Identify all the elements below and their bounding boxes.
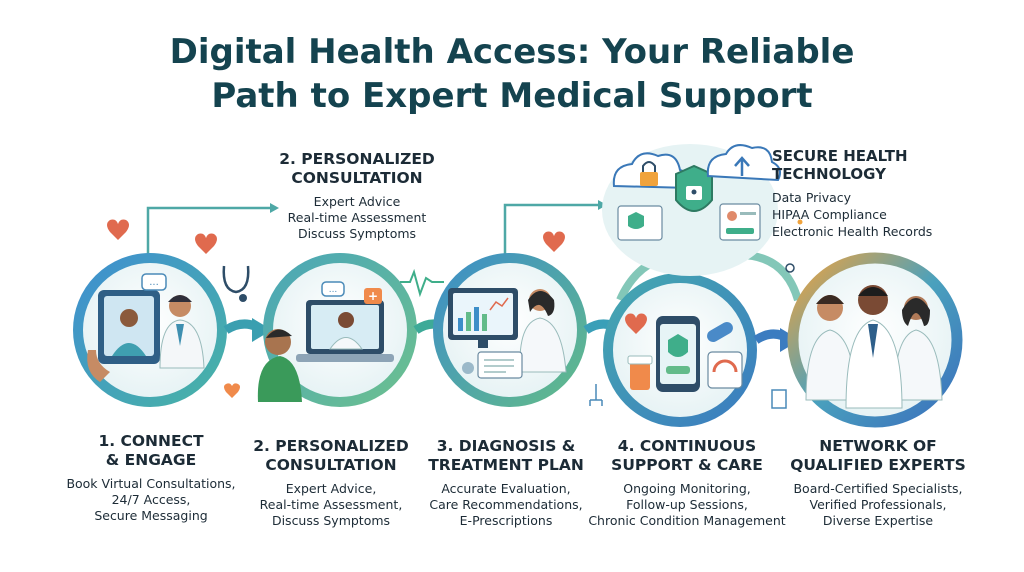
- step-item: Verified Professionals,: [809, 497, 947, 512]
- cloud-upload-icon: [706, 144, 781, 182]
- heart-icon: [107, 219, 129, 240]
- chat-dots-2: ...: [329, 285, 338, 295]
- step-5-circle: [787, 252, 963, 428]
- secure-tech-item: Data Privacy: [772, 190, 852, 205]
- heart-icon: [224, 383, 240, 398]
- step-item: Follow-up Sessions,: [626, 497, 748, 512]
- step-heading: TREATMENT PLAN: [428, 456, 584, 474]
- heart-icon: [625, 313, 647, 334]
- step-item: 24/7 Access,: [111, 492, 191, 507]
- callout-connector-2: [503, 203, 598, 262]
- chat-dots-1: ...: [149, 277, 159, 288]
- step-item: Secure Messaging: [94, 508, 208, 523]
- step-item: Real-time Assessment,: [259, 497, 403, 512]
- top-callout-item: Expert Advice: [313, 194, 401, 209]
- step-heading: QUALIFIED EXPERTS: [790, 456, 966, 474]
- step-item: Accurate Evaluation,: [441, 481, 571, 496]
- step-3-circle: [433, 253, 587, 407]
- step-item: Expert Advice,: [285, 481, 377, 496]
- step-3-caption: 3. DIAGNOSIS &TREATMENT PLAN Accurate Ev…: [416, 437, 596, 529]
- step-heading: 3. DIAGNOSIS &: [436, 437, 576, 455]
- step-1-caption: 1. CONNECT& ENGAGE Book Virtual Consulta…: [56, 432, 246, 524]
- plus-sign: +: [368, 289, 378, 303]
- title-line-2: Path to Expert Medical Support: [211, 76, 813, 116]
- step-item: Book Virtual Consultations,: [66, 476, 236, 491]
- step-heading: & ENGAGE: [105, 451, 197, 469]
- step-4-circle: [603, 273, 757, 427]
- step-heading: CONSULTATION: [265, 456, 397, 474]
- step-item: Board-Certified Specialists,: [793, 481, 963, 496]
- stethoscope-icon: [222, 265, 250, 294]
- secure-tech-item: Electronic Health Records: [772, 224, 933, 239]
- step-item: Care Recommendations,: [429, 497, 583, 512]
- clipboard-icon: [771, 389, 787, 409]
- heartbeat-icon: [400, 268, 444, 298]
- secure-tech-heading-1: SECURE HEALTH: [772, 147, 908, 165]
- step-item: E-Prescriptions: [459, 513, 553, 528]
- step-2-circle: ... +: [257, 253, 417, 407]
- step-heading: 1. CONNECT: [98, 432, 204, 450]
- step-heading: 2. PERSONALIZED: [253, 437, 409, 455]
- top-callout-item: Discuss Symptoms: [297, 226, 417, 241]
- secure-tech-illustration: [602, 144, 781, 276]
- step-heading: NETWORK OF: [819, 437, 937, 455]
- secure-tech-callout: SECURE HEALTH TECHNOLOGY Data Privacy HI…: [772, 147, 972, 240]
- top-callout-consultation: 2. PERSONALIZED CONSULTATION Expert Advi…: [262, 150, 452, 242]
- step-item: Discuss Symptoms: [271, 513, 391, 528]
- secure-tech-item: HIPAA Compliance: [772, 207, 887, 222]
- step-1-circle: ...: [73, 253, 227, 407]
- callout-connector-1: [146, 206, 270, 262]
- top-callout-item: Real-time Assessment: [287, 210, 427, 225]
- step-item: Chronic Condition Management: [588, 513, 786, 528]
- title-line-1: Digital Health Access: Your Reliable: [169, 32, 855, 72]
- page-title: Digital Health Access: Your Reliable Pat…: [0, 30, 1024, 118]
- top-callout-heading-1: 2. PERSONALIZED: [279, 150, 435, 168]
- heart-icon: [195, 233, 217, 254]
- step-item: Ongoing Monitoring,: [623, 481, 751, 496]
- step-heading: 4. CONTINUOUS: [617, 437, 757, 455]
- top-callout-heading-2: CONSULTATION: [291, 169, 423, 187]
- step-item: Diverse Expertise: [822, 513, 934, 528]
- heart-icon: [543, 231, 565, 252]
- step-heading: SUPPORT & CARE: [611, 456, 763, 474]
- secure-tech-heading-2: TECHNOLOGY: [772, 165, 886, 183]
